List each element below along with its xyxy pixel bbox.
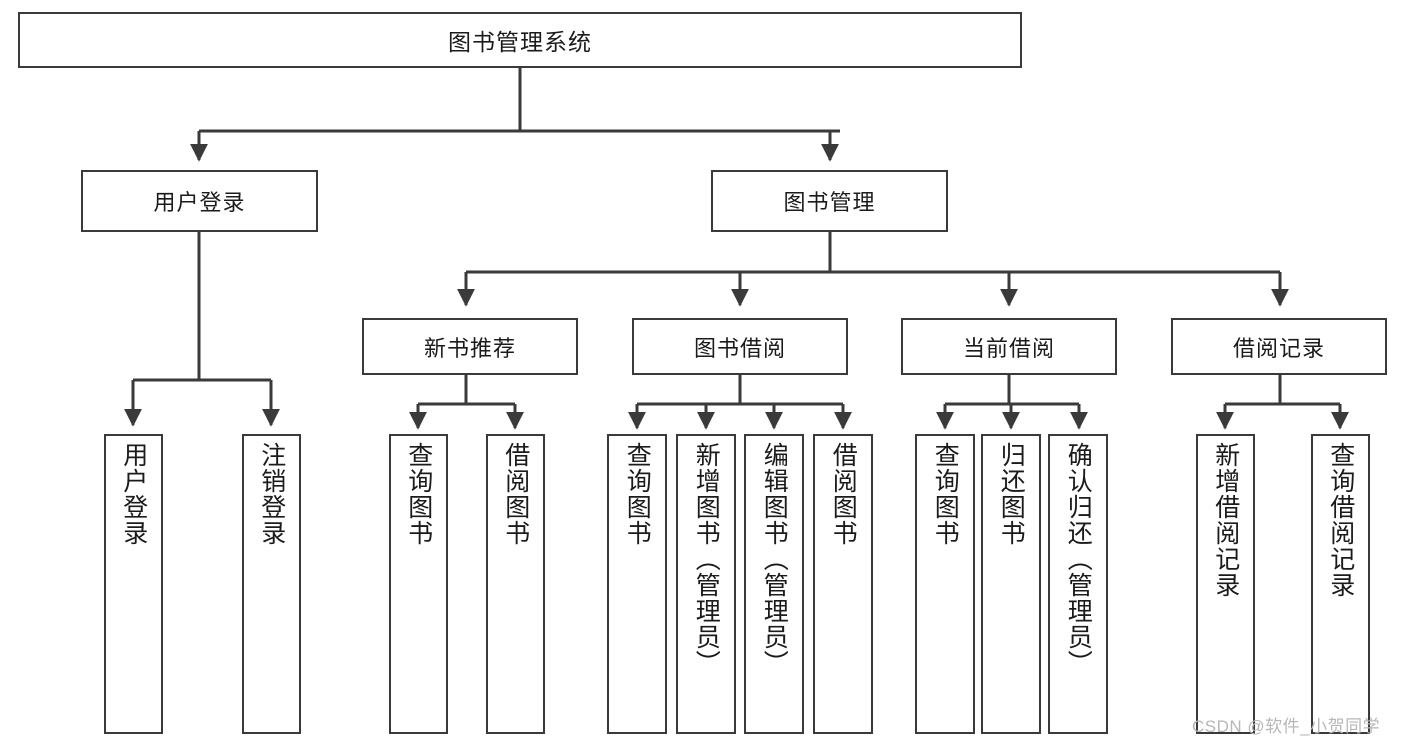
leaf-borrow-borrow-book[interactable]: 借阅图书 [813,434,873,734]
node-label: 查询借阅记录 [1326,442,1355,598]
node-root-book-management-system[interactable]: 图书管理系统 [18,12,1022,68]
leaf-user-login-login[interactable]: 用户登录 [104,434,163,734]
node-label: 借阅记录 [1232,335,1325,361]
node-label: 图书借阅 [693,335,786,361]
leaf-current-return-book[interactable]: 归还图书 [981,434,1041,734]
node-borrow-record[interactable]: 借阅记录 [1171,318,1387,375]
node-label: 图书管理系统 [448,29,592,55]
node-label: 借阅图书 [829,442,858,546]
node-label: 编辑图书（管理员） [760,442,789,676]
node-label: 新增图书（管理员） [692,442,721,676]
node-label: 查询图书 [404,442,433,546]
node-current-borrow[interactable]: 当前借阅 [901,318,1117,375]
node-book-borrow[interactable]: 图书借阅 [632,318,848,375]
node-label: 注销登录 [257,442,286,546]
node-new-book-recommend[interactable]: 新书推荐 [362,318,578,375]
node-label: 图书管理 [783,190,876,215]
node-label: 查询图书 [931,442,960,546]
node-label: 新增借阅记录 [1211,442,1240,598]
leaf-record-query-borrow-record[interactable]: 查询借阅记录 [1311,434,1370,734]
leaf-borrow-query-book[interactable]: 查询图书 [607,434,667,734]
leaf-new-book-query-book[interactable]: 查询图书 [389,434,448,734]
node-label: 归还图书 [997,442,1026,546]
node-label: 用户登录 [153,190,246,215]
leaf-new-book-borrow-book[interactable]: 借阅图书 [486,434,545,734]
node-label: 新书推荐 [423,335,516,361]
leaf-record-add-borrow-record[interactable]: 新增借阅记录 [1196,434,1255,734]
node-label: 当前借阅 [962,335,1055,361]
leaf-user-login-logout[interactable]: 注销登录 [242,434,301,734]
leaf-current-confirm-return-admin[interactable]: 确认归还（管理员） [1048,434,1108,734]
node-user-login[interactable]: 用户登录 [81,170,318,232]
node-label: 用户登录 [119,442,148,546]
node-label: 查询图书 [623,442,652,546]
node-label: 借阅图书 [501,442,530,546]
node-label: 确认归还（管理员） [1064,442,1093,676]
leaf-current-query-book[interactable]: 查询图书 [915,434,975,734]
node-book-management[interactable]: 图书管理 [711,170,948,232]
leaf-borrow-edit-book-admin[interactable]: 编辑图书（管理员） [744,434,804,734]
leaf-borrow-add-book-admin[interactable]: 新增图书（管理员） [676,434,736,734]
watermark-text: CSDN @软件_小贺同学 [1192,717,1381,736]
